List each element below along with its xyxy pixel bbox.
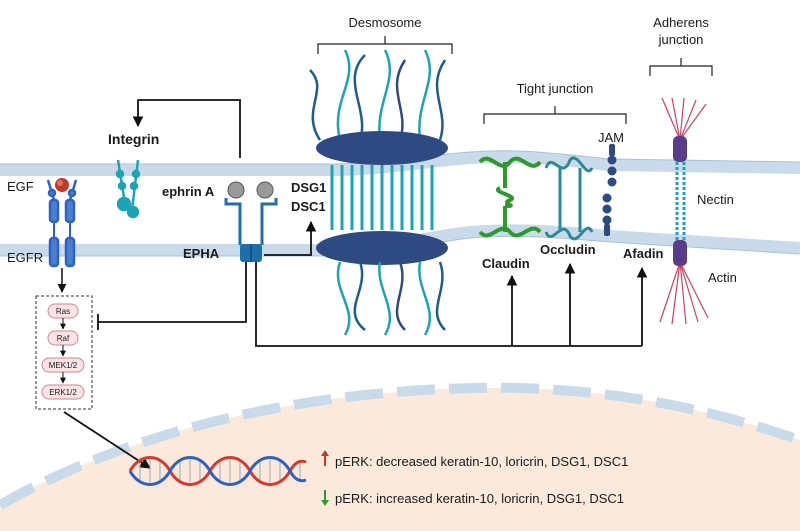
integrin: Integrin (108, 131, 159, 219)
desmosome-filaments-bottom (336, 261, 446, 336)
svg-text:MEK1/2: MEK1/2 (49, 361, 78, 370)
adherens-label-line2: junction (658, 32, 704, 47)
cascade-raf: Raf (47, 330, 79, 346)
nectin-label: Nectin (697, 192, 734, 207)
svg-text:ERK1/2: ERK1/2 (49, 388, 77, 397)
nectin (675, 162, 686, 240)
nucleus (0, 382, 800, 531)
afadin-label: Afadin (623, 246, 664, 261)
jam-label: JAM (598, 130, 624, 145)
adherens-junction: Adherens junction Nectin Actin (649, 15, 737, 325)
egfr-receptor (46, 179, 78, 268)
desmosome-filaments-top (309, 49, 447, 141)
effect-down-text: pERK: increased keratin-10, loricrin, DS… (335, 491, 624, 506)
desmosome: Desmosome (309, 15, 453, 336)
claudin-label: Claudin (482, 256, 530, 271)
dsc1-label: DSC1 (291, 199, 326, 214)
desmosome-cadherins (330, 165, 434, 230)
egf-label: EGF (7, 179, 34, 194)
signal-lines (63, 220, 648, 469)
down-arrow-icon (321, 490, 329, 506)
adherens-label-line1: Adherens (653, 15, 709, 30)
cascade-mek: MEK1/2 (41, 357, 85, 373)
up-arrow-icon (321, 450, 329, 466)
actin-label: Actin (708, 270, 737, 285)
cascade-ras: Ras (47, 303, 79, 319)
jam (602, 144, 617, 236)
egf-egfr: EGF EGFR (7, 178, 78, 293)
ephrin-epha: ephrin A EPHA DSG1 DSC1 (132, 99, 326, 262)
tight-junction-label: Tight junction (517, 81, 594, 96)
tight-junction: Tight junction JAM Claudin Occludin Afad… (478, 81, 664, 271)
ephrin-a-label: ephrin A (162, 184, 215, 199)
egfr-label: EGFR (7, 250, 43, 265)
desmosome-label: Desmosome (349, 15, 422, 30)
claudin (478, 156, 542, 238)
actin-filaments (659, 97, 709, 325)
dna-helix (128, 456, 307, 486)
cascade-erk: ERK1/2 (41, 384, 85, 400)
mapk-cascade: Ras Raf MEK1/2 ERK1/2 (35, 295, 93, 410)
occludin (544, 156, 594, 241)
epha-receptor (224, 198, 278, 245)
svg-text:Raf: Raf (57, 334, 70, 343)
epha-label: EPHA (183, 246, 220, 261)
svg-text:Ras: Ras (56, 307, 70, 316)
integrin-label: Integrin (108, 131, 159, 147)
occludin-label: Occludin (540, 242, 596, 257)
effect-up-text: pERK: decreased keratin-10, loricrin, DS… (335, 454, 628, 469)
erk-effects: pERK: decreased keratin-10, loricrin, DS… (321, 450, 628, 506)
dsg1-label: DSG1 (291, 180, 326, 195)
